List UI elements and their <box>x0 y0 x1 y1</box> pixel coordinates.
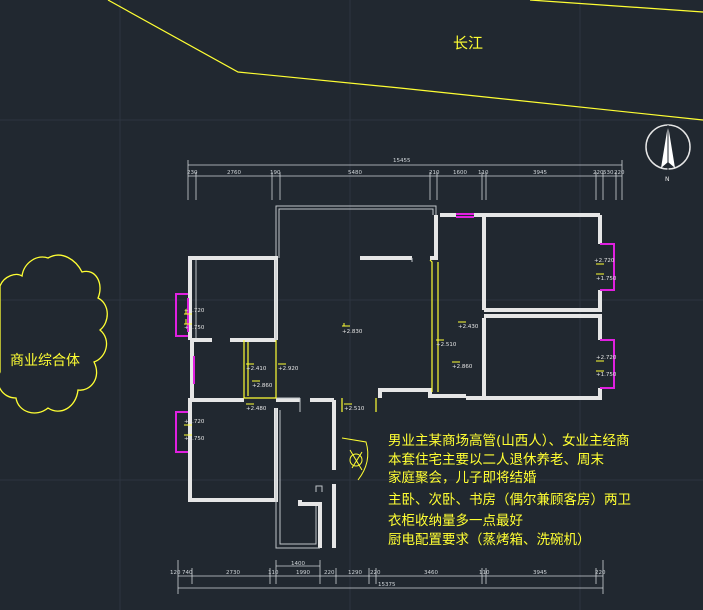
windows[interactable] <box>175 213 615 453</box>
dim-bottom-6: 1290 <box>348 570 362 576</box>
note-line-2: 本套住宅主要以二人退休养老、周末 <box>388 451 604 468</box>
elevation-2: +1.750 <box>184 325 205 331</box>
river-boundary-line[interactable] <box>107 0 703 121</box>
dim-bottom-extra: 1400 <box>291 561 305 567</box>
elevation-8: +1.750 <box>596 276 617 282</box>
commercial-complex-outline[interactable] <box>0 254 108 414</box>
dim-bottom-8: 3460 <box>424 570 438 576</box>
bottom-dimension-line[interactable] <box>177 560 604 594</box>
dim-bottom-2: 2730 <box>226 570 240 576</box>
dim-bottom-11: 220 <box>595 570 606 576</box>
bottom-dimension-texts: 1400 120 740 2730 110 1990 220 1290 220 … <box>170 561 606 588</box>
note-line-4: 主卧、次卧、书房（偶尔兼顾客房）两卫 <box>388 491 631 508</box>
dim-bottom-10: 3945 <box>533 570 547 576</box>
dim-top-9: 530 <box>603 170 614 176</box>
elevation-9: +2.720 <box>596 355 617 361</box>
dim-bottom-5: 220 <box>324 570 335 576</box>
dim-top-1: 2760 <box>227 170 241 176</box>
dim-top-5: 1600 <box>453 170 467 176</box>
dim-top-0: 230 <box>187 170 198 176</box>
river-boundary-line-top[interactable] <box>529 0 703 13</box>
top-dimension-texts: 15455 230 2760 190 5480 210 1600 110 394… <box>187 158 625 176</box>
dim-top-7: 3945 <box>533 170 547 176</box>
dim-bottom-9: 110 <box>479 570 490 576</box>
entrance-door-icon[interactable] <box>341 437 369 481</box>
dim-top-3: 5480 <box>348 170 362 176</box>
elevation-3: +2.830 <box>342 329 363 335</box>
dim-top-4: 210 <box>429 170 440 176</box>
dim-top-6: 110 <box>478 170 489 176</box>
top-dimension-line[interactable] <box>187 160 623 200</box>
elevation-12: +2.860 <box>252 383 273 389</box>
north-label: N <box>665 176 670 183</box>
elevation-14: +2.480 <box>246 406 267 412</box>
note-line-5: 衣柜收纳量多一点最好 <box>388 513 523 529</box>
elevation-5: +2.510 <box>436 342 457 348</box>
elevation-15: +2.510 <box>344 406 365 412</box>
kitchen-counter-lines <box>243 259 439 412</box>
client-requirements-note: 男业主某商场高管(山西人）、女业主经商 本套住宅主要以二人退休养老、周末 家庭聚… <box>388 432 631 549</box>
dim-top-total: 15455 <box>393 158 411 164</box>
elevation-4: +2.430 <box>458 324 479 330</box>
elevation-13: +2.920 <box>278 366 299 372</box>
note-line-6: 厨电配置要求（蒸烤箱、洗碗机） <box>388 531 591 548</box>
elevation-ticks <box>184 263 604 436</box>
elevation-1: +2.720 <box>184 308 205 314</box>
interior-lines <box>195 258 413 549</box>
north-arrow-icon[interactable]: N <box>645 124 691 183</box>
dim-bottom-3: 110 <box>268 570 279 576</box>
river-label: 长江 <box>453 34 483 52</box>
dim-bottom-4: 1990 <box>296 570 310 576</box>
elevation-7: +2.720 <box>594 258 615 264</box>
elevation-10: +1.750 <box>596 372 617 378</box>
note-line-3: 家庭聚会，儿子即将结婚 <box>388 470 537 486</box>
elevation-6: +2.860 <box>452 364 473 370</box>
dim-bottom-1: 740 <box>182 570 193 576</box>
elevation-17: +1.750 <box>184 436 205 442</box>
balcony-outline[interactable] <box>275 205 437 258</box>
dim-top-10: 220 <box>614 170 625 176</box>
elevation-markers: +2.720 +1.750 +2.830 +2.430 +2.510 +2.86… <box>184 258 617 442</box>
elevation-11: +2.410 <box>246 366 267 372</box>
dim-top-2: 190 <box>270 170 281 176</box>
elevation-16: +2.720 <box>184 419 205 425</box>
note-line-1: 男业主某商场高管(山西人）、女业主经商 <box>388 433 630 449</box>
dim-top-8: 220 <box>593 170 604 176</box>
dim-bottom-total: 15375 <box>378 582 396 588</box>
dim-bottom-0: 120 <box>170 570 181 576</box>
commercial-complex-label: 商业综合体 <box>10 353 80 369</box>
dim-bottom-7: 220 <box>370 570 381 576</box>
